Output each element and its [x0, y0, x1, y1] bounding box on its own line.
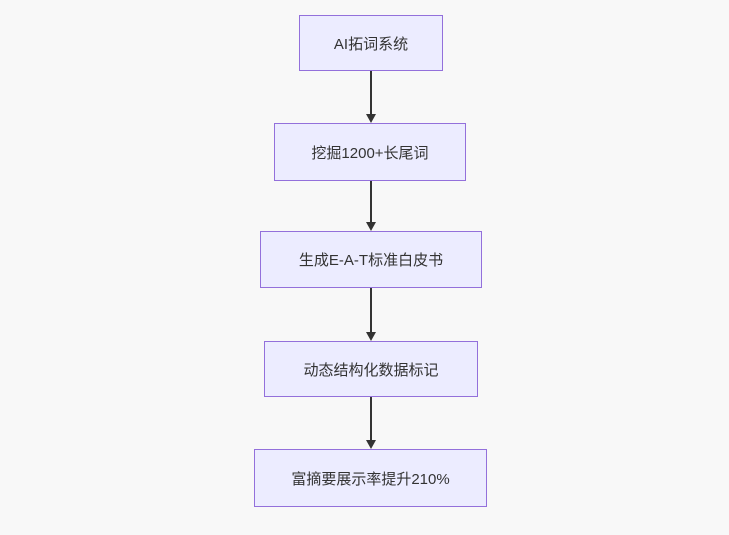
flow-arrow-1	[365, 71, 377, 123]
node-label: 动态结构化数据标记	[303, 361, 439, 379]
arrow-line	[370, 288, 372, 332]
arrow-down-icon	[366, 114, 376, 123]
arrow-line	[370, 181, 372, 222]
node-label: 富摘要展示率提升210%	[291, 470, 450, 488]
flowchart-node-ai-system: AI拓词系统	[299, 15, 443, 71]
flowchart-node-structured-data: 动态结构化数据标记	[264, 341, 478, 397]
flowchart-node-longtail-mining: 挖掘1200+长尾词	[274, 123, 466, 181]
arrow-down-icon	[366, 222, 376, 231]
node-label: 生成E-A-T标准白皮书	[298, 252, 444, 269]
flow-arrow-2	[365, 181, 377, 231]
arrow-line	[370, 71, 372, 114]
flowchart-node-eat-whitepaper: 生成E-A-T标准白皮书	[260, 231, 482, 288]
flowchart-node-rich-snippet-result: 富摘要展示率提升210%	[254, 449, 487, 507]
node-label: 挖掘1200+长尾词	[311, 144, 429, 162]
arrow-line	[370, 397, 372, 440]
flow-arrow-4	[365, 397, 377, 449]
node-label: AI拓词系统	[333, 35, 409, 53]
arrow-down-icon	[366, 440, 376, 449]
flow-arrow-3	[365, 288, 377, 341]
arrow-down-icon	[366, 332, 376, 341]
